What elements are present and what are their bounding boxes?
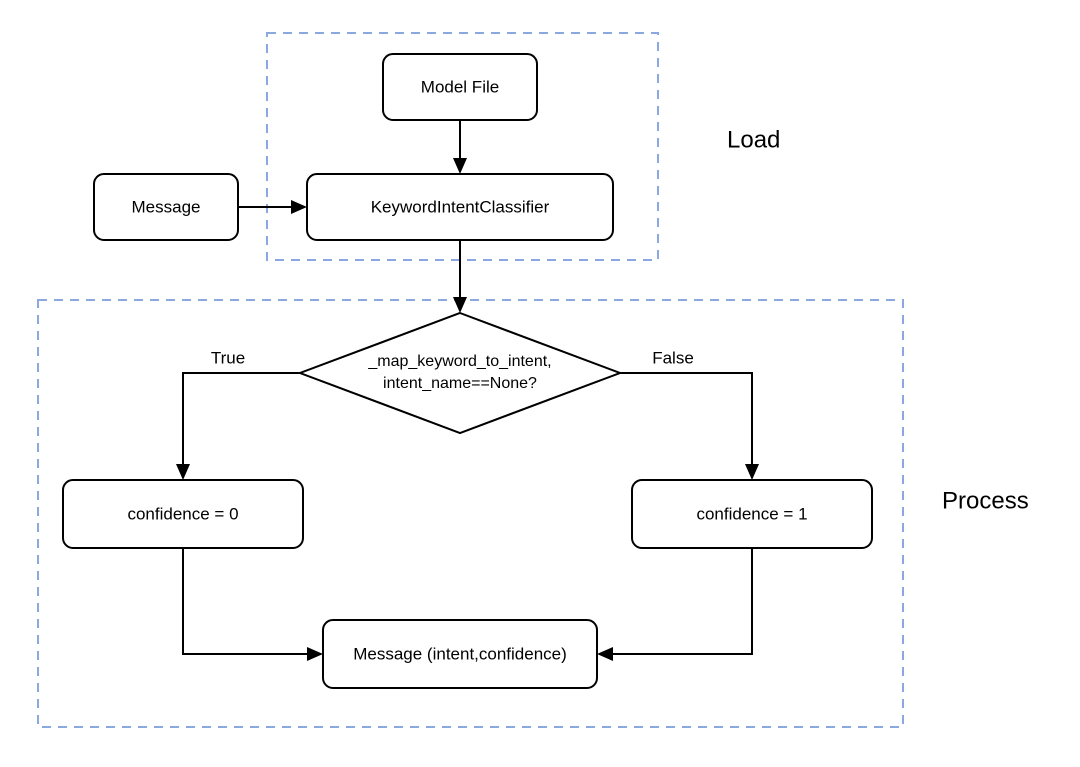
edge-decision-true-to-confidence-zero: [176, 372, 300, 480]
node-model-file[interactable]: Model File: [382, 53, 538, 121]
edge-message-to-classifier: [238, 200, 307, 214]
node-message-input[interactable]: Message: [93, 173, 239, 241]
edge-classifier-to-decision: [453, 240, 467, 313]
node-model-file-shape[interactable]: [382, 53, 538, 121]
arrow-head-icon: [307, 647, 323, 661]
node-keyword-intent-classifier-label: KeywordIntentClassifier: [371, 197, 550, 216]
node-confidence-one-label: confidence = 1: [696, 504, 807, 523]
edge-decision-false-to-confidence-one: [620, 372, 759, 480]
group-label-process: Process: [942, 487, 1029, 514]
arrow-head-icon: [597, 647, 613, 661]
node-decision-label-line2: intent_name==None?: [383, 375, 537, 392]
node-confidence-zero-label: confidence = 0: [127, 504, 238, 523]
node-confidence-one-shape[interactable]: [631, 479, 873, 549]
node-message-output[interactable]: Message (intent,confidence): [322, 619, 598, 689]
edge-confidence-zero-to-message-out: [182, 548, 323, 661]
node-model-file-label: Model File: [421, 77, 499, 96]
node-decision[interactable]: _map_keyword_to_intent, intent_name==Non…: [297, 311, 623, 435]
node-message-output-label: Message (intent,confidence): [353, 644, 567, 663]
node-message-input-shape[interactable]: [93, 173, 239, 241]
node-confidence-one[interactable]: confidence = 1: [631, 479, 873, 549]
arrow-head-icon: [291, 200, 307, 214]
node-decision-shape[interactable]: [297, 311, 623, 435]
arrow-head-icon: [176, 464, 190, 480]
edge-model-file-to-classifier: [453, 120, 467, 174]
node-keyword-intent-classifier-shape[interactable]: [306, 173, 614, 241]
node-message-input-label: Message: [132, 197, 201, 216]
node-keyword-intent-classifier[interactable]: KeywordIntentClassifier: [306, 173, 614, 241]
edge-confidence-one-to-message-out: [597, 548, 753, 661]
node-decision-label-line1: _map_keyword_to_intent,: [367, 353, 551, 370]
arrow-head-icon: [745, 464, 759, 480]
group-box-load: [266, 32, 659, 261]
node-message-output-shape[interactable]: [322, 619, 598, 689]
edge-label-true: True: [211, 348, 245, 367]
arrow-head-icon: [453, 158, 467, 174]
group-box-process: [37, 299, 904, 728]
edge-label-false: False: [652, 348, 694, 367]
group-label-load: Load: [727, 126, 780, 153]
node-confidence-zero[interactable]: confidence = 0: [62, 479, 304, 549]
node-confidence-zero-shape[interactable]: [62, 479, 304, 549]
arrow-head-icon: [453, 297, 467, 313]
